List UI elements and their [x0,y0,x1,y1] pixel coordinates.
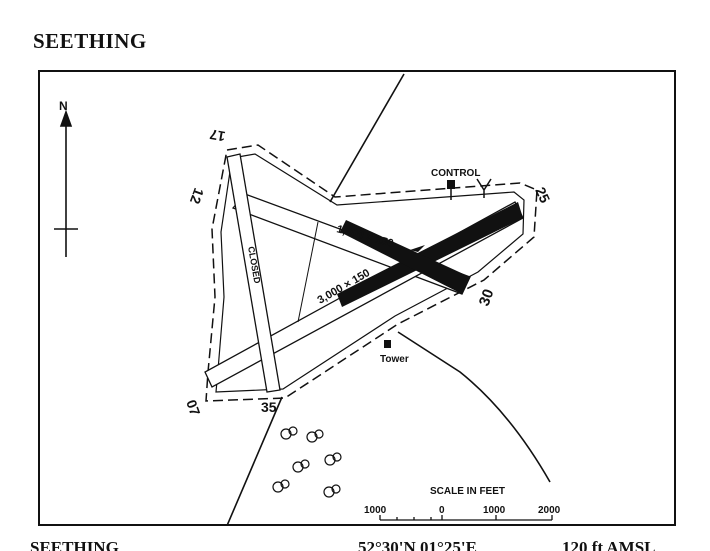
footer-caption: SEETHING 52°30'N 01°25'E 120 ft AMSL [0,538,710,551]
roads [226,73,551,524]
road-north [329,73,405,203]
runway-number-35: 35 [261,399,277,415]
perimeter-track-outer [205,144,538,402]
tower-icon [384,340,391,348]
runway-number-25: 25 [532,185,553,206]
runway-17-35-closed [226,153,281,393]
footer-coordinates: 52°30'N 01°25'E [358,538,477,551]
control-building-icon [447,180,455,189]
scale-tick-1000-left: 1000 [364,505,387,516]
runway-number-17: 17 [208,126,226,144]
runway-number-30: 30 [476,287,498,308]
footer-elevation: 120 ft AMSL [562,538,656,551]
runway-active-long [337,202,523,307]
north-arrow [54,109,78,257]
scale-tick-0: 0 [439,505,445,516]
scale-tick-1000-right: 1000 [483,505,506,516]
scale-bar [379,515,553,521]
trees-icon [272,426,342,498]
tower-label: Tower [380,354,409,365]
runway-number-12: 12 [187,186,207,206]
road-south [226,396,283,524]
control-mast-icon [476,178,492,198]
runway-active-short [340,220,470,294]
taxiway-link [297,221,319,323]
scale-tick-2000: 2000 [538,505,561,516]
perimeter-track-inner [215,153,525,393]
page-title: SEETHING [33,29,147,53]
airfield-map: N 17 12 25 30 07 35 1,800 × 150 3,000 × … [38,70,676,526]
road-southeast [397,331,551,483]
control-label: CONTROL [431,168,480,179]
runways [204,153,524,393]
scale-title: SCALE IN FEET [430,486,505,497]
runway-number-07: 07 [183,398,203,418]
direction-arrow [410,245,425,252]
footer-name: SEETHING [30,538,119,551]
north-label: N [59,99,68,113]
